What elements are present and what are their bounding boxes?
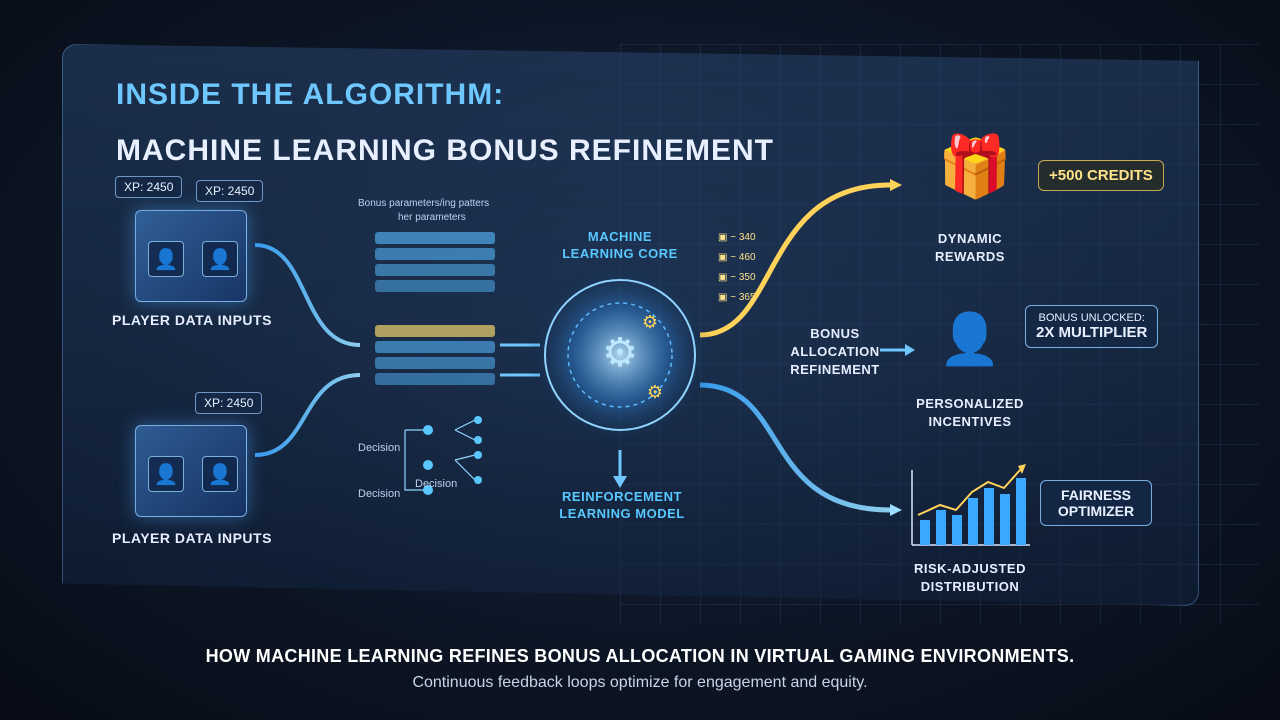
title-line-1: INSIDE THE ALGORITHM: — [116, 78, 505, 111]
user-icon-2: 👤 — [148, 456, 184, 492]
footer-headline: HOW MACHINE LEARNING REFINES BONUS ALLOC… — [205, 646, 1075, 666]
decision-label-2: Decision — [415, 478, 458, 490]
credits-callout: +500 CREDITS — [1038, 160, 1164, 191]
decision-nodes — [423, 416, 482, 495]
player-data-inputs-top: PLAYER DATA INPUTS — [112, 312, 272, 328]
footer-subline: Continuous feedback loops optimize for e… — [412, 674, 868, 691]
risk-adjusted-distribution-label: RISK-ADJUSTED DISTRIBUTION — [914, 561, 1026, 594]
flow-input-bottom — [254, 373, 361, 457]
core-value-1-text: 340 — [738, 232, 756, 243]
core-value-4: ▣ ~ 365 — [718, 292, 756, 303]
core-value-1: ▣ ~ 340 — [718, 232, 756, 243]
core-value-2-text: 460 — [738, 252, 756, 263]
core-value-3-text: 350 — [738, 272, 756, 283]
core-value-3: ▣ ~ 350 — [718, 272, 756, 283]
user-icon-incentive: 👤 — [938, 311, 1002, 367]
multiplier-callout-line1: BONUS UNLOCKED: — [1038, 312, 1145, 324]
title-line-2: MACHINE LEARNING BONUS REFINEMENT — [116, 134, 775, 167]
gear-icon-small-2: ⚙ — [646, 382, 664, 402]
player-data-inputs-bottom: PLAYER DATA INPUTS — [112, 530, 272, 546]
bonus-allocation-refinement-label: BONUS ALLOCATION REFINEMENT — [790, 326, 880, 377]
core-value-2: ▣ ~ 460 — [718, 252, 756, 263]
fairness-optimizer-callout: FAIRNESS OPTIMIZER — [1040, 480, 1152, 526]
decision-label-3: Decision — [358, 488, 401, 500]
user-icon-3: 👤 — [202, 456, 238, 492]
personalized-incentives-label: PERSONALIZED INCENTIVES — [916, 396, 1024, 429]
params-caption-1: Bonus parameters/ing patters — [358, 198, 490, 209]
gear-icon: ⚙ — [602, 331, 638, 375]
gear-icon-small-1: ⚙ — [641, 312, 659, 332]
xp-tag-3: XP: 2450 — [195, 392, 263, 414]
user-icon: 👤 — [148, 241, 184, 277]
xp-tag-2: XP: 2450 — [196, 180, 264, 202]
params-caption-2: her parameters — [398, 212, 466, 223]
parameter-layers-bottom — [375, 325, 495, 385]
machine-learning-core-label: MACHINE LEARNING CORE — [562, 229, 678, 261]
treasure-chest-icon: 🎁 — [937, 133, 1013, 200]
xp-tag-1: XP: 2450 — [115, 176, 183, 198]
player-cube-top: 👤 👤 — [135, 210, 247, 302]
flow-core-rewards — [699, 182, 891, 338]
reinforcement-learning-label: REINFORCEMENT LEARNING MODEL — [559, 489, 685, 521]
multiplier-callout: BONUS UNLOCKED: 2X MULTIPLIER — [1025, 305, 1159, 348]
flow-core-distribution — [699, 382, 891, 513]
core-value-4-text: 365 — [738, 292, 756, 303]
decision-tree — [404, 419, 476, 491]
core-glow — [525, 260, 715, 450]
core-ring — [544, 279, 696, 431]
parameter-layers-top — [375, 232, 495, 292]
flow-input-top — [254, 243, 361, 347]
bar-chart-icon — [911, 464, 1030, 546]
decision-label-1: Decision — [358, 442, 401, 454]
multiplier-callout-line2: 2X MULTIPLIER — [1036, 324, 1148, 341]
player-cube-bottom: 👤 👤 — [135, 425, 247, 517]
dynamic-rewards-label: DYNAMIC REWARDS — [935, 231, 1005, 264]
user-icon-gold: 👤 — [202, 241, 238, 277]
